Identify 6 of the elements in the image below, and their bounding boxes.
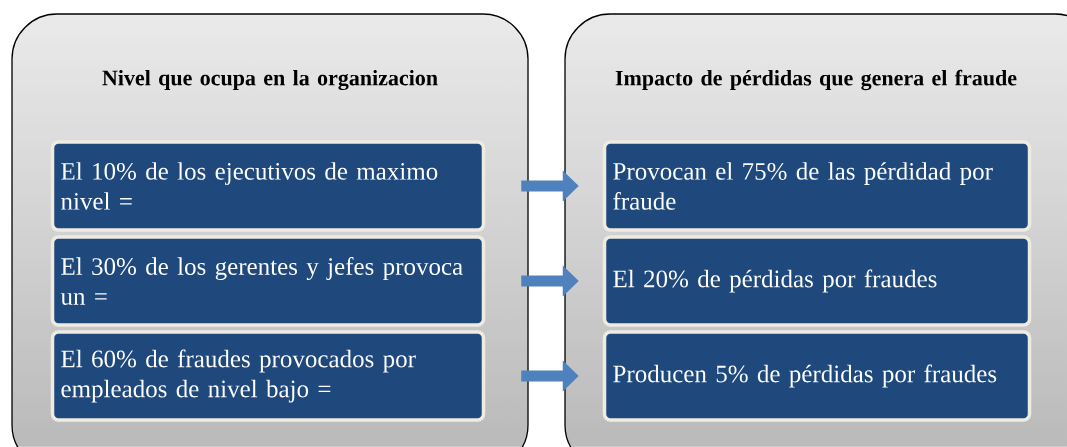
text-box: El 20% de pérdidas por fraudes: [602, 235, 1032, 327]
text-box: Provocan el 75% de las pérdidad por fraude: [602, 140, 1032, 232]
text-box: El 10% de los ejecutivos de maximo nivel =: [50, 140, 486, 232]
text-box: El 30% de los gerentes y jefes provoca un =: [50, 235, 486, 327]
text-box: Producen 5% de pérdidas por fraudes: [602, 330, 1032, 422]
text-box: El 60% de fraudes provocados por empleados de nivel bajo =: [50, 330, 486, 422]
